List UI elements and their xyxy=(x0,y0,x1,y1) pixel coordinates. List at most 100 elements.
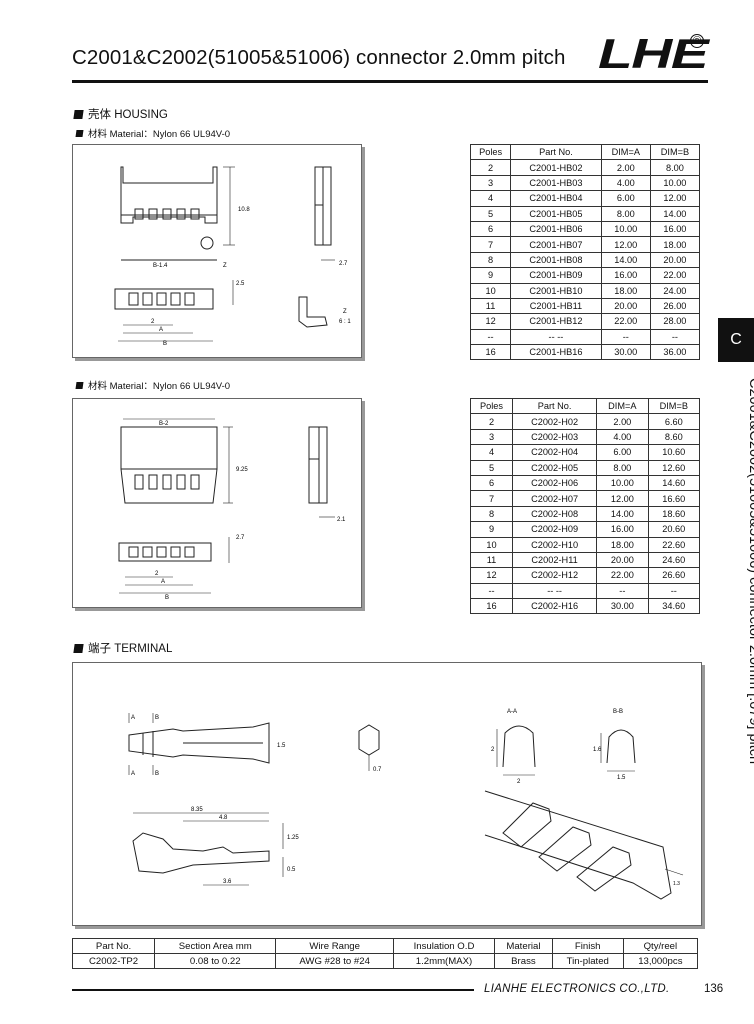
table-cell: C2002-H04 xyxy=(512,444,598,461)
table-cell: -- xyxy=(647,582,701,600)
table-cell: 4.00 xyxy=(596,428,649,446)
table-cell: C2001-HB10 xyxy=(510,282,602,299)
table-header-row: Part No. Section Area mm Wire Range Insu… xyxy=(71,938,699,954)
table-cell: 18.60 xyxy=(647,505,701,523)
table-cell: C2001-HB02 xyxy=(510,159,602,176)
bullet-square-icon xyxy=(73,109,84,119)
table-header-cell: Part No. xyxy=(512,397,598,415)
table-cell: 13,000pcs xyxy=(622,953,699,969)
table-cell: 4.00 xyxy=(600,174,651,192)
table-cell: C2001-HB09 xyxy=(510,267,602,284)
table-cell: C2002-H03 xyxy=(512,428,598,446)
table-cell: 10.00 xyxy=(600,220,651,238)
table-cell: 6.00 xyxy=(600,190,651,207)
table-cell: 12.00 xyxy=(600,236,651,253)
table-cell: -- xyxy=(469,328,512,346)
table-cell: 14.00 xyxy=(596,505,649,523)
dim-label: B xyxy=(155,715,159,721)
registered-mark-icon: ® xyxy=(690,34,704,48)
table-cell: AWG #28 to #24 xyxy=(275,953,394,969)
table-cell: 8.60 xyxy=(647,428,701,446)
dim-label: 9.25 xyxy=(236,467,248,473)
table-cell: 11 xyxy=(469,297,512,315)
table-cell: C2001-HB05 xyxy=(510,205,602,222)
terminal-spec-table: Part No. Section Area mm Wire Range Insu… xyxy=(71,938,699,969)
dim-label: A xyxy=(161,579,165,585)
table-cell: C2001-HB12 xyxy=(510,313,602,330)
table-cell: Tin-plated xyxy=(551,953,624,969)
table-cell: -- xyxy=(649,328,701,346)
table-header-cell: Part No. xyxy=(71,938,156,954)
dim-label: 1.5 xyxy=(277,743,286,749)
table-cell: 30.00 xyxy=(600,344,651,361)
table-cell: 22.00 xyxy=(596,567,649,584)
table-header-cell: Wire Range xyxy=(275,938,394,954)
table-cell: C2001-HB03 xyxy=(510,174,602,192)
table-header-cell: Part No. xyxy=(510,143,602,161)
table-cell: C2002-H02 xyxy=(512,413,598,430)
table-cell: 16.60 xyxy=(647,490,701,507)
table-cell: C2002-H06 xyxy=(512,474,598,492)
table-cell: 1.2mm(MAX) xyxy=(392,953,496,969)
dim-label: 2 xyxy=(151,319,155,325)
table-header-cell: DIM=A xyxy=(596,397,649,415)
table-cell: 22.00 xyxy=(649,267,701,284)
table-cell: 22.60 xyxy=(647,536,701,553)
table-cell: 12.00 xyxy=(649,190,701,207)
housing-drawing-1-svg: B-1.4 Z 10.8 2.7 2.5 2 A B Z 6 : 1 xyxy=(114,166,351,347)
table-cell: 20.00 xyxy=(596,551,649,569)
page-title: C2001&C2002(51005&51006) connector 2.0mm… xyxy=(72,46,566,69)
table-cell: C2002-H07 xyxy=(512,490,598,507)
housing-heading: 壳体 HOUSING xyxy=(73,106,168,122)
table-cell: C2002-H09 xyxy=(512,521,598,538)
table-cell: 9 xyxy=(469,267,512,284)
table-cell: C2001-HB16 xyxy=(510,344,602,361)
table-cell: 6.60 xyxy=(647,413,701,430)
dim-label: 0.5 xyxy=(287,867,296,873)
terminal-drawing-svg: A B A B 1.5 0.7 A-A B-B 2 2 1.6 1.5 8.35… xyxy=(128,709,684,900)
side-section-title: C2001&C2002(51005&51006) connector 2.0mm… xyxy=(746,378,754,765)
table-header-cell: Material xyxy=(494,938,553,954)
table-cell: 12.00 xyxy=(596,490,649,507)
table-cell: 16.00 xyxy=(649,220,701,238)
dim-label: Z xyxy=(343,309,347,315)
table-header-cell: Poles xyxy=(469,143,512,161)
bullet-square-icon xyxy=(73,643,84,653)
dim-label: 10.8 xyxy=(238,207,250,213)
table-cell: -- xyxy=(600,328,651,346)
dim-label: A xyxy=(131,771,135,777)
table-cell: C2001-HB04 xyxy=(510,190,602,207)
header-rule xyxy=(72,80,708,83)
dim-label: 2 xyxy=(517,779,521,785)
table-cell: 24.00 xyxy=(649,282,701,299)
terminal-drawing: A B A B 1.5 0.7 A-A B-B 2 2 1.6 1.5 8.35… xyxy=(72,662,702,926)
table-cell: C2002-H12 xyxy=(512,567,598,584)
table-cell: -- xyxy=(596,582,649,600)
dim-label: 2.7 xyxy=(236,535,245,541)
dim-label: B xyxy=(163,341,167,347)
table-cell: 12 xyxy=(469,567,514,584)
table-cell: C2001-HB11 xyxy=(510,297,602,315)
dim-label: 6 : 1 xyxy=(339,319,351,325)
footer-rule xyxy=(72,989,474,991)
table-cell: 4 xyxy=(469,444,514,461)
table-cell: 8.00 xyxy=(596,459,649,476)
table-cell: 5 xyxy=(469,205,512,222)
table-cell: 6.00 xyxy=(596,444,649,461)
dim-label: 1.25 xyxy=(287,835,299,841)
table-cell: Brass xyxy=(494,953,553,969)
table-cell: 10.00 xyxy=(649,174,701,192)
section-tab: C xyxy=(718,318,754,362)
table-cell: 34.60 xyxy=(647,598,701,615)
